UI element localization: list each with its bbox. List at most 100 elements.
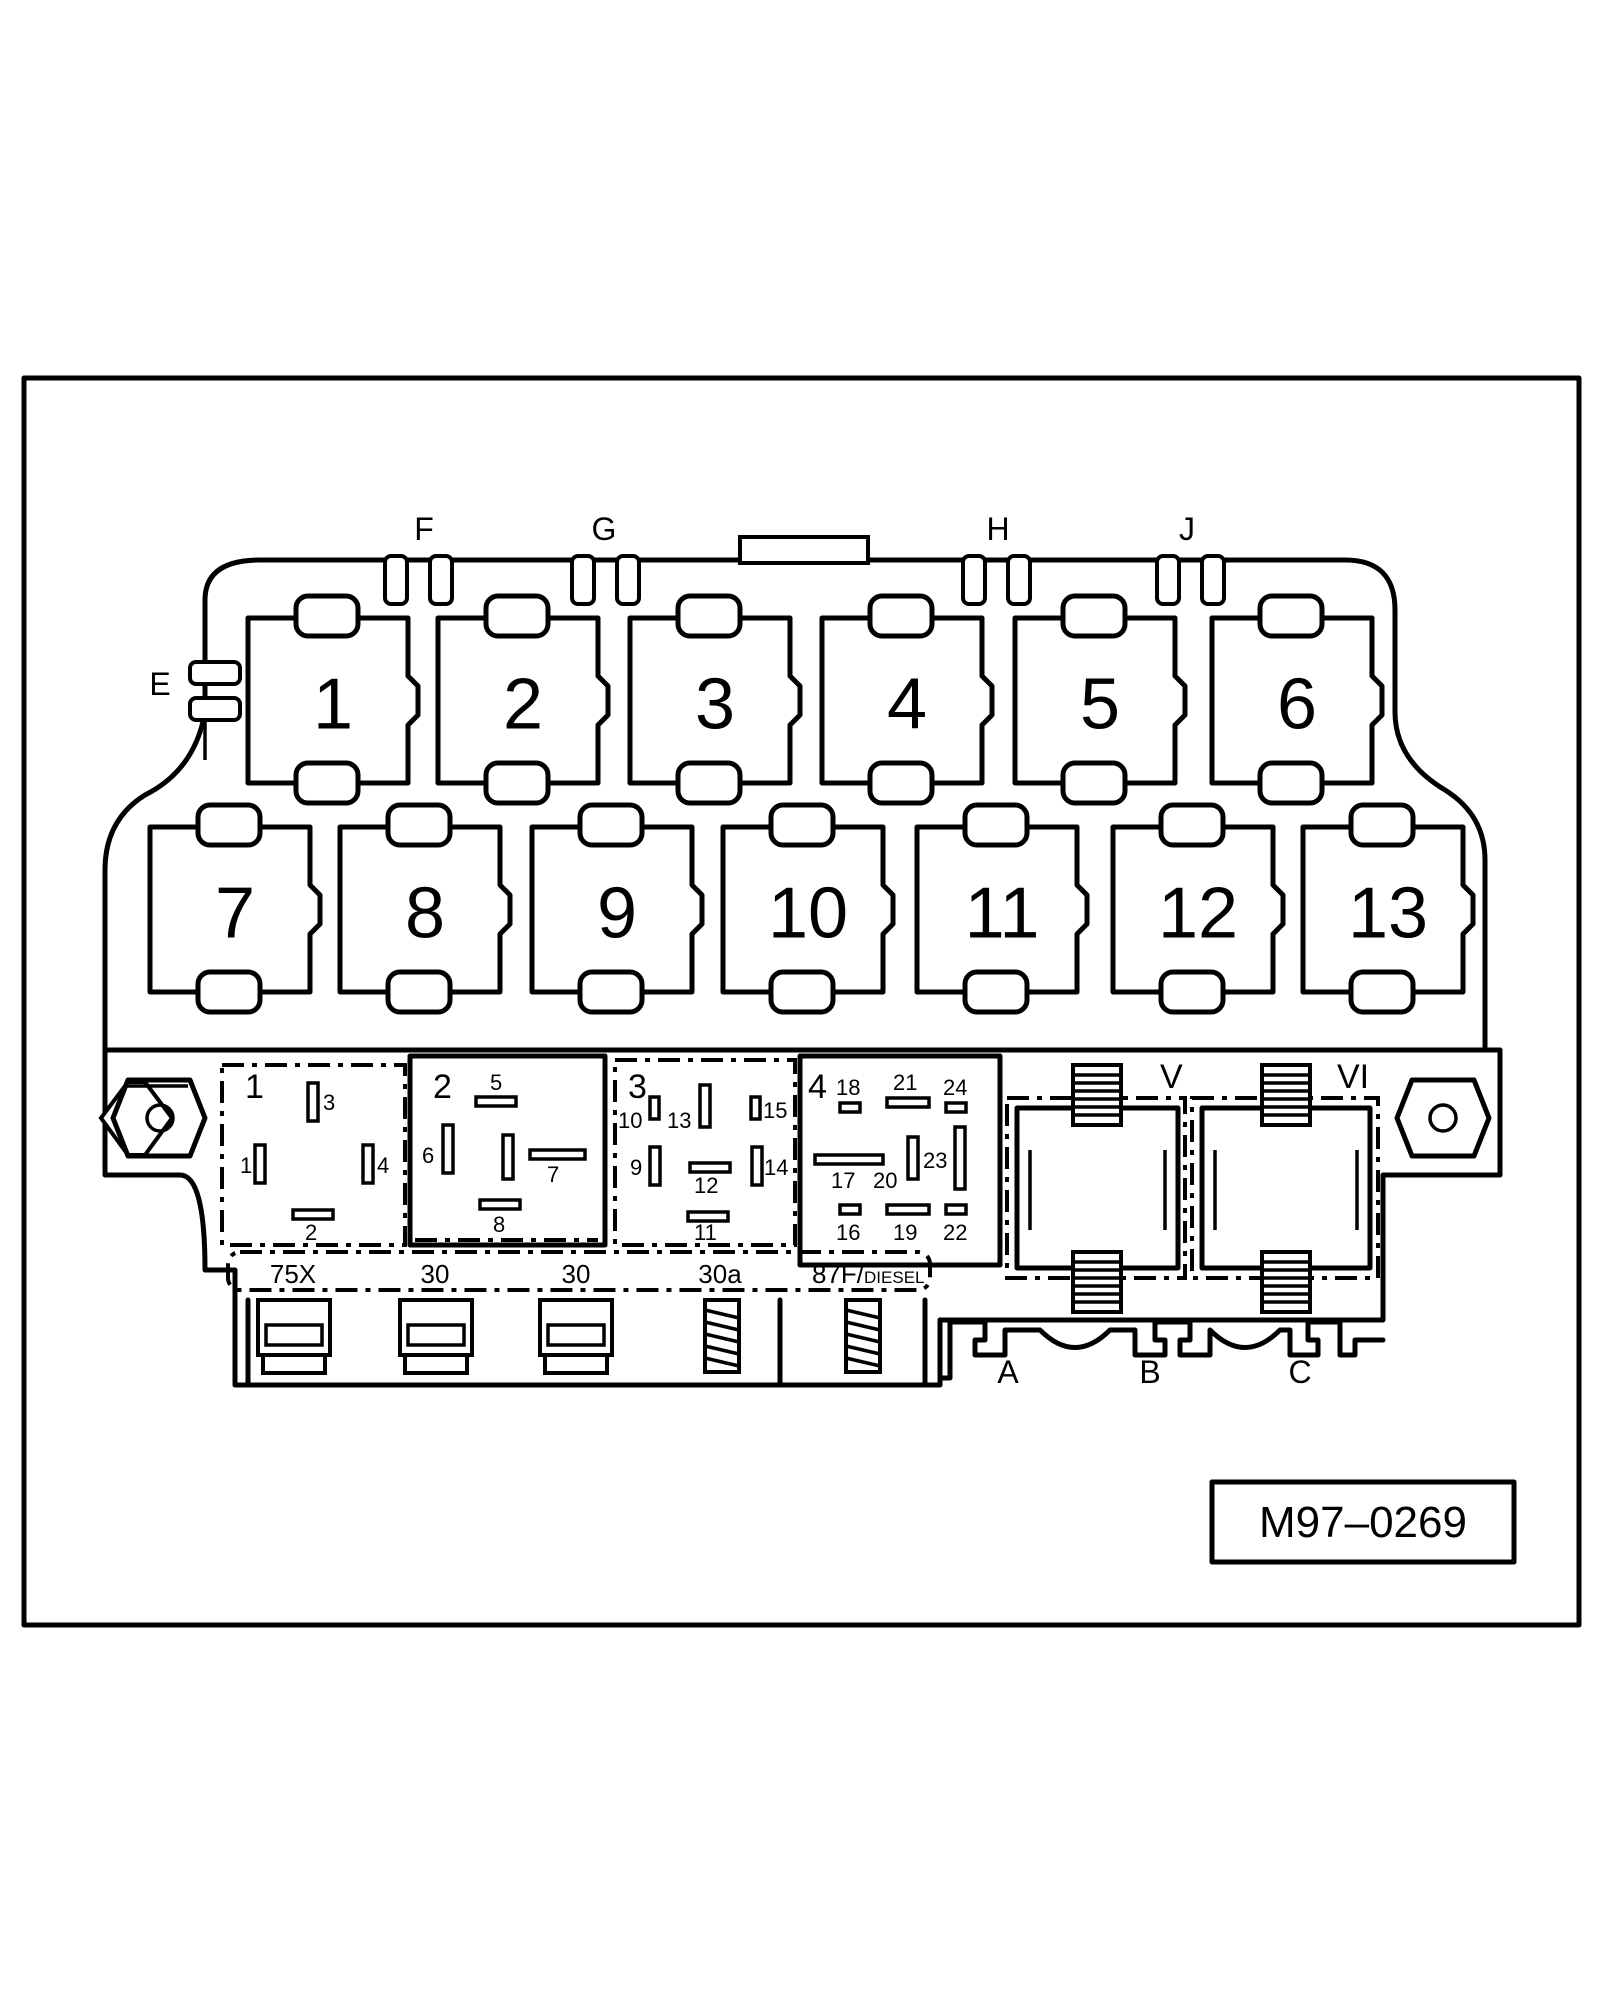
mounting-bolt-right [1394,1077,1492,1159]
bottom-label-a: A [997,1354,1019,1390]
pin-23: 23 [923,1148,947,1173]
relay-slot-number: 7 [215,874,255,954]
pin-19: 19 [893,1220,917,1245]
pin-21: 21 [893,1070,917,1095]
relay-slot-9[interactable]: 9 [529,802,705,1015]
relay-slot-number: 12 [1158,874,1238,954]
fuse-e-b[interactable] [188,696,242,722]
fuse-label-e: E [149,666,170,702]
mounting-bolt-left [98,1077,208,1159]
socket-1-label: 1 [245,1068,264,1106]
pin-7: 7 [547,1162,559,1187]
relay-slot-1[interactable]: 1 [245,593,421,806]
relay-tab-top [577,802,645,848]
fuse-h-b[interactable] [1006,554,1032,606]
terminal-30-b: 30 [562,1259,591,1289]
bottom-label-c: C [1288,1354,1311,1390]
relay-tab-top [385,802,453,848]
relay-tab-bottom [867,760,935,806]
relay-slot-number: 9 [597,874,637,954]
relay-slot-number: 13 [1348,874,1428,954]
fuse-f-a[interactable] [383,554,409,606]
pin-9: 9 [630,1155,642,1180]
socket-1-outline [220,1063,407,1247]
bottom-band [102,1047,1503,1388]
pin-5: 5 [490,1070,502,1095]
terminal-studs [245,1297,928,1388]
pin-14: 14 [764,1155,788,1180]
pin-22: 22 [943,1220,967,1245]
figure-id: M97–0269 [1259,1498,1467,1547]
fuse-h-a[interactable] [961,554,987,606]
pin-10: 10 [618,1108,642,1133]
relay-slot-6[interactable]: 6 [1209,593,1385,806]
relay-slot-5[interactable]: 5 [1012,593,1188,806]
bottom-connector-ridge [937,1317,1386,1381]
relay-tab-bottom [675,760,743,806]
relay-slot-number: 1 [313,665,353,745]
relay-slot-number: 6 [1277,665,1317,745]
fuse-f-b[interactable] [428,554,454,606]
relay-tab-top [1060,593,1128,639]
fuse-g-a[interactable] [570,554,596,606]
relay-slot-8[interactable]: 8 [337,802,513,1015]
relay-slot-2[interactable]: 2 [435,593,611,806]
socket-3-pins [648,1083,764,1223]
socket-4-outline [797,1053,1003,1268]
pin-11: 11 [694,1220,717,1245]
relay-tab-bottom [1348,969,1416,1015]
relay-tab-top [675,593,743,639]
relay-slot-number: 3 [695,665,735,745]
fuse-e-a[interactable] [188,660,242,686]
relay-slot-10[interactable]: 10 [720,802,896,1015]
fuse-label-j: J [1179,511,1195,547]
fuse-label-h: H [986,511,1009,547]
relay-slot-number: 4 [887,665,927,745]
socket-4-label: 4 [808,1068,827,1106]
relay-slot-13[interactable]: 13 [1300,802,1476,1015]
relay-tab-bottom [577,969,645,1015]
relay-slot-number: 8 [405,874,445,954]
socket-1-pins [253,1081,375,1221]
outer-frame [21,375,1582,1628]
pin-2: 2 [305,1220,317,1245]
fuse-group [188,554,1226,722]
pin-12: 12 [694,1173,718,1198]
relay-tab-bottom [195,969,263,1015]
pin-8: 8 [493,1212,505,1237]
relay-slot-3[interactable]: 3 [627,593,803,806]
socket-2-label: 2 [433,1068,452,1106]
pin-6: 6 [422,1143,434,1168]
connector-vi [1190,1096,1380,1280]
relay-slot-number: 10 [768,874,848,954]
connector-vi-label: VI [1337,1058,1369,1096]
fuse-j-a[interactable] [1155,554,1181,606]
socket-4-pins [813,1096,968,1216]
pin-13: 13 [667,1108,691,1133]
relay-tab-bottom [1158,969,1226,1015]
relay-tab-top [1158,802,1226,848]
relay-slot-7[interactable]: 7 [147,802,323,1015]
relay-tab-top [293,593,361,639]
relay-slot-number: 5 [1080,665,1120,745]
relay-tab-top [1257,593,1325,639]
relay-tab-bottom [385,969,453,1015]
relay-slot-4[interactable]: 4 [819,593,995,806]
pin-15: 15 [763,1098,787,1123]
figure-id-box [1209,1479,1517,1565]
pin-1: 1 [240,1153,252,1178]
fuse-g-b[interactable] [615,554,641,606]
relay-tab-top [867,593,935,639]
relay-slot-11[interactable]: 11 [914,802,1090,1015]
terminal-87f: 87F/DIESEL [812,1259,925,1289]
pin-4: 4 [377,1153,389,1178]
pin-16: 16 [836,1220,860,1245]
relay-slot-12[interactable]: 12 [1110,802,1286,1015]
terminal-75x: 75X [270,1259,316,1289]
relay-tab-top [768,802,836,848]
pin-24: 24 [943,1075,967,1100]
relay-slot-number: 11 [965,874,1040,954]
relay-tab-top [1348,802,1416,848]
fuse-j-b[interactable] [1200,554,1226,606]
